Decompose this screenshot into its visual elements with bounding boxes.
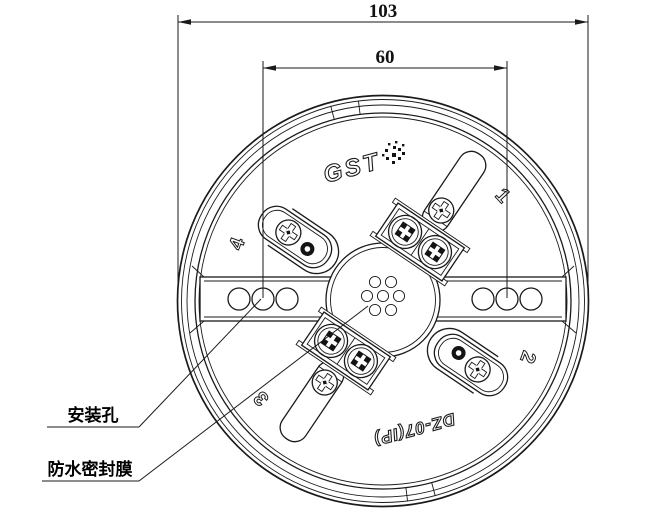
dimension-103: 103 xyxy=(177,1,589,292)
mounting-holes-right xyxy=(471,287,543,311)
brand-logo: GST xyxy=(320,141,405,189)
dimension-103-label: 103 xyxy=(369,1,398,22)
membrane-holes xyxy=(360,275,406,317)
callout-mounting-hole: 安装孔 xyxy=(47,298,262,428)
terminal-number-2: 2 xyxy=(515,348,539,366)
model-text: DZ-07(IP) xyxy=(372,409,458,449)
brand-starburst-icon xyxy=(382,141,405,164)
callout-waterproof-membrane: 防水密封膜 xyxy=(42,305,369,482)
mounting-hole-label: 安装孔 xyxy=(68,405,119,425)
mounting-holes-left xyxy=(227,287,299,311)
ring-ticks xyxy=(330,100,436,502)
brand-text: GST xyxy=(321,148,384,189)
terminal-number-3: 3 xyxy=(250,387,274,410)
dimension-60: 60 xyxy=(262,47,508,298)
base-outer-rings xyxy=(176,94,590,508)
terminal-number-4: 4 xyxy=(225,234,250,253)
center-dome xyxy=(325,242,441,358)
terminal-number-1: 1 xyxy=(491,184,515,207)
dimension-60-label: 60 xyxy=(376,47,395,68)
waterproof-membrane-label: 防水密封膜 xyxy=(48,459,133,479)
screw-tab-2 xyxy=(419,320,517,406)
screw-tab-4 xyxy=(250,196,348,282)
